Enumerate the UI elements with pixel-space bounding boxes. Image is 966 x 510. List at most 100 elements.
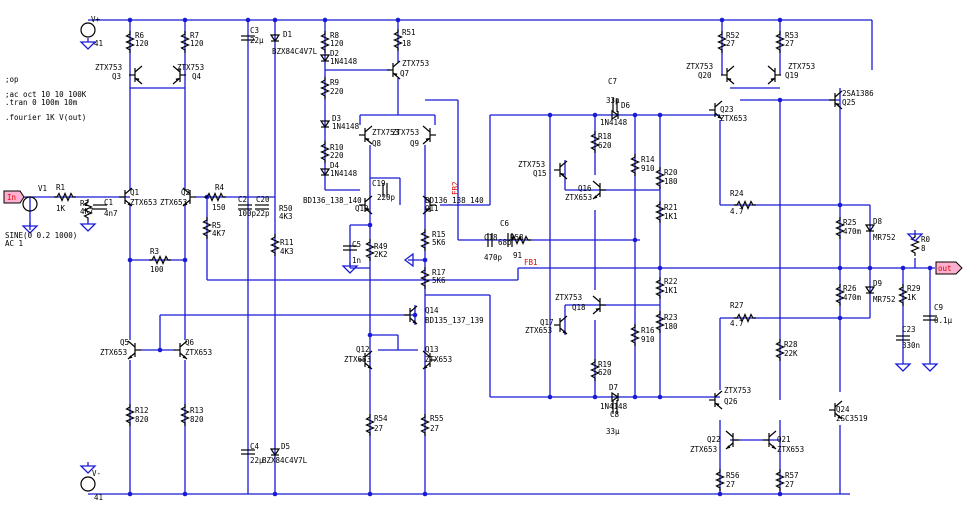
label-d7: D7 <box>609 383 618 392</box>
label-r8v: 120 <box>330 39 344 48</box>
label-r12: R12 <box>135 406 149 415</box>
label-q8m: ZTX753 <box>372 128 399 137</box>
label-r16v: 910 <box>641 335 655 344</box>
label-r7: R7 <box>190 31 199 40</box>
label-q23m: ZTX653 <box>720 114 747 123</box>
label-d5: D5 <box>281 442 290 451</box>
label-q20: Q20 <box>698 71 712 80</box>
component-labels: 41 41 R1 1K R2 4K7 C1 4n7 Q1 ZTX653 Q2 Z… <box>56 26 953 502</box>
directive-op: ;op <box>5 75 19 84</box>
label-d6: D6 <box>621 101 631 110</box>
label-r22v: 1K1 <box>664 286 678 295</box>
label-r23: R23 <box>664 313 678 322</box>
label-c5: C5 <box>352 240 361 249</box>
label-q5: Q5 <box>120 338 129 347</box>
label-r55v: 27 <box>430 424 439 433</box>
label-r1: R1 <box>56 183 65 192</box>
label-q21: Q21 <box>777 435 791 444</box>
label-q26m: ZTX753 <box>724 386 751 395</box>
label-q21m: ZTX653 <box>777 445 804 454</box>
label-q17m: ZTX653 <box>525 326 552 335</box>
label-c9: C9 <box>934 303 943 312</box>
in-port <box>3 190 25 204</box>
label-q12m: ZTX653 <box>344 355 371 364</box>
label-r50: R50 <box>279 204 293 213</box>
label-q10: Q10 <box>355 204 369 213</box>
label-r11v: 4K3 <box>280 247 294 256</box>
label-d4: D4 <box>330 161 340 170</box>
components <box>22 22 938 492</box>
label-r0v: 8 <box>921 244 926 253</box>
label-d2: D2 <box>330 49 339 58</box>
label-q3m: ZTX753 <box>95 63 122 72</box>
label-c23v: 330n <box>902 341 920 350</box>
label-r52: R52 <box>726 31 740 40</box>
label-q19: Q19 <box>785 71 799 80</box>
label-c6: C6 <box>500 219 510 228</box>
label-r21v: 1K1 <box>664 212 678 221</box>
out-net-label: out <box>938 264 952 273</box>
label-q1m: ZTX653 <box>130 198 157 207</box>
label-r55: R55 <box>430 414 444 423</box>
label-r12v: 820 <box>135 415 149 424</box>
label-r3: R3 <box>150 247 159 256</box>
label-d9: D9 <box>873 279 882 288</box>
label-q11: Q11 <box>425 204 439 213</box>
label-r16: R16 <box>641 326 655 335</box>
label-r4: R4 <box>215 183 225 192</box>
label-q4m: ZTX753 <box>177 63 204 72</box>
label-q5m: ZTX653 <box>100 348 127 357</box>
label-c7: C7 <box>608 77 617 86</box>
label-r25: R25 <box>843 218 857 227</box>
label-q17: Q17 <box>540 318 554 327</box>
label-r19: R19 <box>598 360 612 369</box>
label-r0: R0 <box>921 235 931 244</box>
label-r20v: 180 <box>664 177 678 186</box>
label-r24v: 4.7 <box>730 207 744 216</box>
label-q2: Q2 <box>181 188 190 197</box>
label-q24: Q24 <box>836 405 850 414</box>
label-r3v: 100 <box>150 265 164 274</box>
label-r17v: 5K6 <box>432 276 446 285</box>
label-c6v: 68p <box>498 238 512 247</box>
source-name: V1 <box>38 184 47 193</box>
label-r13: R13 <box>190 406 204 415</box>
junctions <box>127 17 933 497</box>
label-c18v: 470p <box>484 253 503 262</box>
label-q15m: ZTX753 <box>518 160 545 169</box>
label-r14v: 910 <box>641 164 655 173</box>
label-r54: R54 <box>374 414 388 423</box>
label-r18: R18 <box>598 132 612 141</box>
label-c4v: 22µ <box>250 456 264 465</box>
label-q2m: ZTX653 <box>160 198 187 207</box>
label-r2v: 4K7 <box>80 207 94 216</box>
label-c3: C3 <box>250 26 259 35</box>
label-q24m: 2SC3519 <box>836 414 868 423</box>
label-r23v: 180 <box>664 322 678 331</box>
label-q10m: BD136_138_140 <box>303 196 362 205</box>
label-r53: R53 <box>785 31 799 40</box>
label-r58: R58 <box>510 233 524 242</box>
label-r49v: 2K2 <box>374 250 388 259</box>
label-v-plus-val: 41 <box>94 39 103 48</box>
label-r25v: 470m <box>843 227 862 236</box>
label-q13: Q13 <box>425 345 439 354</box>
in-net-label: In <box>7 193 16 202</box>
label-c1v: 4n7 <box>104 209 118 218</box>
label-c8: C8 <box>610 410 620 419</box>
label-q16m: ZTX653 <box>565 193 592 202</box>
directive-tran: .tran 0 100m 10m <box>5 98 78 107</box>
label-q25m: 2SA1386 <box>842 89 874 98</box>
label-q7m: ZTX753 <box>402 59 429 68</box>
label-q12: Q12 <box>356 345 370 354</box>
label-v-minus-val: 41 <box>94 493 103 502</box>
label-q8: Q8 <box>372 139 382 148</box>
fb2-net-label: FB2 <box>451 181 460 195</box>
label-q7: Q7 <box>400 69 409 78</box>
label-d4m: 1N4148 <box>330 169 358 178</box>
label-r27v: 4.7 <box>730 319 744 328</box>
label-r51v: 18 <box>402 39 412 48</box>
label-r6: R6 <box>135 31 145 40</box>
label-d3m: 1N4148 <box>332 122 360 131</box>
